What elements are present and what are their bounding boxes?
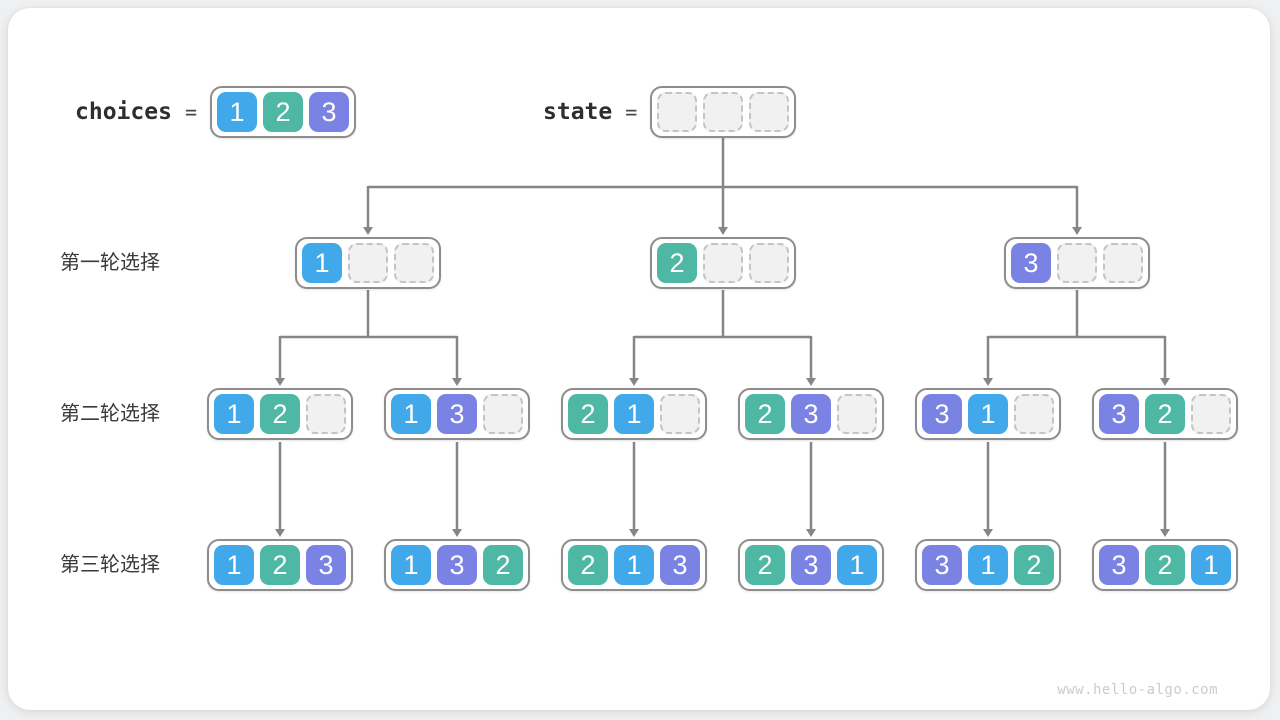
array-cell: 2: [1014, 545, 1054, 585]
array-cell: [1103, 243, 1143, 283]
array-cell: 3: [922, 394, 962, 434]
choices-equals-sign: =: [184, 100, 197, 124]
array-cell: 1: [214, 545, 254, 585]
state-node-box: 3 2: [1092, 388, 1238, 440]
array-cell: [703, 243, 743, 283]
array-cell: [660, 394, 700, 434]
array-cell: 1: [614, 394, 654, 434]
array-cell: [394, 243, 434, 283]
state-node-box: 1 2 3: [207, 539, 353, 591]
array-cell: [837, 394, 877, 434]
array-cell: 2: [1145, 394, 1185, 434]
state-node-box: 1 3 2: [384, 539, 530, 591]
array-cell: 3: [1099, 545, 1139, 585]
array-cell: [749, 243, 789, 283]
array-cell: [483, 394, 523, 434]
state-array-box: [650, 86, 797, 138]
array-cell: 2: [568, 545, 608, 585]
choices-array-box: 1 2 3: [209, 86, 356, 138]
state-label: state: [543, 99, 613, 125]
watermark: www.hello-algo.com: [1057, 682, 1218, 698]
array-cell: 2: [745, 545, 785, 585]
array-cell: 1: [391, 545, 431, 585]
array-cell: [306, 394, 346, 434]
array-cell: 3: [437, 394, 477, 434]
state-node-box: 1 3: [384, 388, 530, 440]
array-cell: 3: [308, 92, 349, 132]
state-node-box: 3 1: [915, 388, 1061, 440]
array-cell: 2: [745, 394, 785, 434]
state-node-box: 2 3 1: [738, 539, 884, 591]
array-cell: [749, 92, 790, 132]
array-cell: [703, 92, 744, 132]
array-cell: [657, 92, 698, 132]
array-cell: 2: [262, 92, 303, 132]
array-cell: 3: [1099, 394, 1139, 434]
state-node-box: 3: [1004, 237, 1150, 289]
array-cell: 3: [922, 545, 962, 585]
array-cell: [1014, 394, 1054, 434]
state-node-box: 1 2: [207, 388, 353, 440]
array-cell: 1: [1191, 545, 1231, 585]
array-cell: 3: [306, 545, 346, 585]
round-3-label: 第三轮选择: [60, 554, 160, 576]
array-cell: [1057, 243, 1097, 283]
array-cell: 2: [657, 243, 697, 283]
array-cell: [1191, 394, 1231, 434]
array-cell: 3: [791, 545, 831, 585]
array-cell: [348, 243, 388, 283]
state-group: state =: [543, 86, 797, 138]
state-node-box: 2 1 3: [561, 539, 707, 591]
array-cell: 1: [968, 545, 1008, 585]
choices-label: choices: [75, 99, 172, 125]
array-cell: 2: [483, 545, 523, 585]
state-node-box: 2 3: [738, 388, 884, 440]
choices-group: choices = 1 2 3: [75, 86, 356, 138]
state-node-box: 2: [650, 237, 796, 289]
array-cell: 1: [302, 243, 342, 283]
array-cell: 1: [391, 394, 431, 434]
array-cell: 1: [614, 545, 654, 585]
state-equals-sign: =: [625, 100, 638, 124]
state-node-box: 2 1: [561, 388, 707, 440]
array-cell: 2: [568, 394, 608, 434]
array-cell: 2: [260, 394, 300, 434]
state-node-box: 3 2 1: [1092, 539, 1238, 591]
array-cell: 3: [791, 394, 831, 434]
state-node-box: 3 1 2: [915, 539, 1061, 591]
round-1-label: 第一轮选择: [60, 252, 160, 274]
round-2-label: 第二轮选择: [60, 403, 160, 425]
array-cell: 3: [660, 545, 700, 585]
array-cell: 1: [216, 92, 257, 132]
array-cell: 3: [1011, 243, 1051, 283]
state-node-box: 1: [295, 237, 441, 289]
array-cell: 1: [968, 394, 1008, 434]
array-cell: 2: [260, 545, 300, 585]
array-cell: 2: [1145, 545, 1185, 585]
array-cell: 3: [437, 545, 477, 585]
array-cell: 1: [837, 545, 877, 585]
array-cell: 1: [214, 394, 254, 434]
